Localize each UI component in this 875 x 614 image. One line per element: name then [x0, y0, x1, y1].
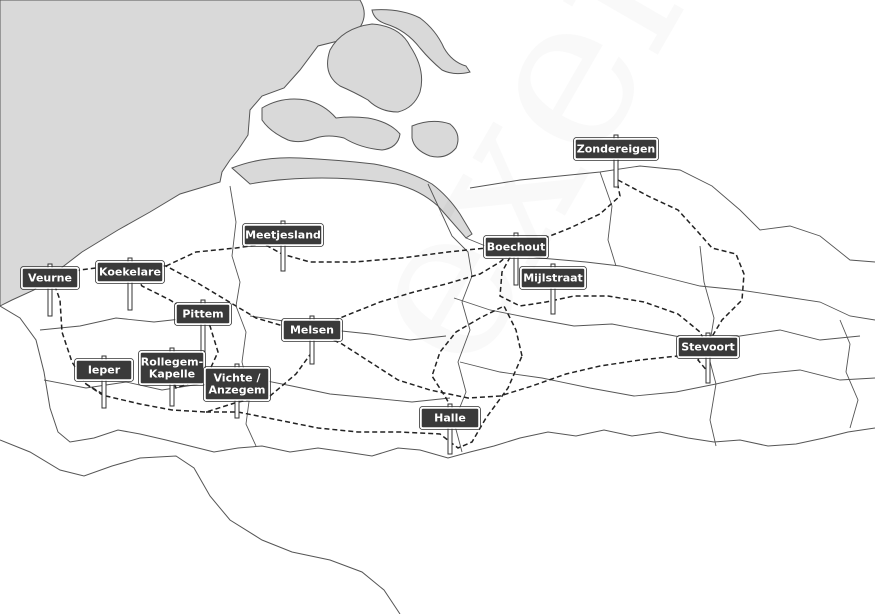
sign-veurne: Veurne	[20, 263, 80, 317]
sign-label: Kapelle	[149, 368, 195, 381]
sign-outline	[676, 335, 740, 359]
sign-outline	[483, 235, 549, 259]
sign-post	[705, 332, 711, 384]
sign-outline	[519, 266, 587, 290]
sign-outline	[174, 302, 232, 326]
sign-outline	[20, 266, 80, 290]
sign-label: Stevoort	[681, 341, 735, 354]
sign-board	[243, 224, 323, 246]
sign-rollegem-kapelle: Rollegem-Kapelle	[138, 347, 206, 407]
sign-label: Pittem	[182, 308, 223, 321]
sign-label: Melsen	[290, 324, 334, 337]
sign-outline	[203, 366, 271, 402]
sign-halle: Halle	[419, 403, 481, 455]
internal-borders	[39, 165, 875, 453]
sign-post	[550, 263, 556, 315]
island-middle	[261, 98, 401, 151]
sign-label: Veurne	[28, 272, 72, 285]
sign-ieper: Ieper	[74, 355, 134, 409]
sign-label: Rollegem-	[141, 356, 203, 369]
sign-post	[280, 220, 286, 272]
route-coast	[51, 277, 313, 413]
sign-mijlstraat: Mijlstraat	[519, 263, 587, 315]
sign-board	[282, 319, 342, 341]
estuary-channel	[231, 157, 473, 239]
sign-board	[175, 303, 231, 325]
sign-post	[513, 232, 519, 286]
sign-label: Vichte /	[213, 372, 261, 385]
sign-board	[484, 236, 548, 258]
sign-label: Anzegem	[208, 384, 265, 397]
sign-label: Meetjesland	[245, 229, 321, 242]
route-meetjesland	[165, 243, 515, 267]
sign-outline	[95, 260, 165, 284]
route-east	[617, 179, 745, 373]
signs-layer: Veurne Koekelare MeetjeslandPittemMelsenIe…	[20, 134, 740, 455]
estuary-river	[371, 9, 471, 75]
sign-post	[613, 134, 619, 188]
sign-vichte-anzegem: Vichte /Anzegem	[203, 363, 271, 419]
route-pittem	[127, 263, 219, 389]
sign-board	[420, 407, 480, 429]
route-ieper	[85, 383, 105, 397]
sign-outline	[573, 137, 659, 161]
sign-label: Halle	[434, 412, 466, 425]
southern-outline	[0, 439, 401, 614]
sign-board	[574, 138, 658, 160]
sign-koekelare: Koekelare	[95, 257, 165, 311]
sign-post	[47, 263, 53, 317]
sign-board	[96, 261, 164, 283]
route-halle-loop	[431, 304, 523, 421]
province-outline	[0, 305, 875, 459]
sign-label: Boechout	[487, 241, 545, 254]
sign-post	[101, 355, 107, 409]
sign-label: Mijlstraat	[523, 272, 583, 285]
sign-melsen: Melsen	[281, 315, 343, 365]
island-north	[327, 23, 423, 113]
sign-label: Zondereigen	[577, 143, 656, 156]
sign-outline	[281, 318, 343, 342]
sign-zondereigen: Zondereigen	[573, 134, 659, 188]
sign-boechout: Boechout	[483, 232, 549, 286]
sign-label: Koekelare	[99, 266, 161, 279]
sign-board	[204, 367, 270, 401]
sign-outline	[242, 223, 324, 247]
sign-board	[520, 267, 586, 289]
route-melsen-boechout	[311, 249, 515, 331]
route-mijlstraat	[499, 249, 711, 353]
sign-meetjesland: Meetjesland	[242, 220, 324, 272]
sign-post	[447, 403, 453, 455]
sign-outline	[74, 358, 134, 382]
sign-board	[677, 336, 739, 358]
estuary-inlet	[411, 120, 459, 158]
sign-stevoort: Stevoort	[676, 332, 740, 384]
route-central	[311, 329, 711, 399]
sign-board	[75, 359, 133, 381]
sign-label: Ieper	[88, 364, 121, 377]
route-north-loop	[51, 263, 313, 331]
sign-post	[127, 257, 133, 311]
route-south	[206, 355, 523, 449]
sign-outline	[419, 406, 481, 430]
sea-area	[0, 0, 365, 307]
sign-pittem: Pittem	[174, 299, 232, 353]
sign-board	[21, 267, 79, 289]
